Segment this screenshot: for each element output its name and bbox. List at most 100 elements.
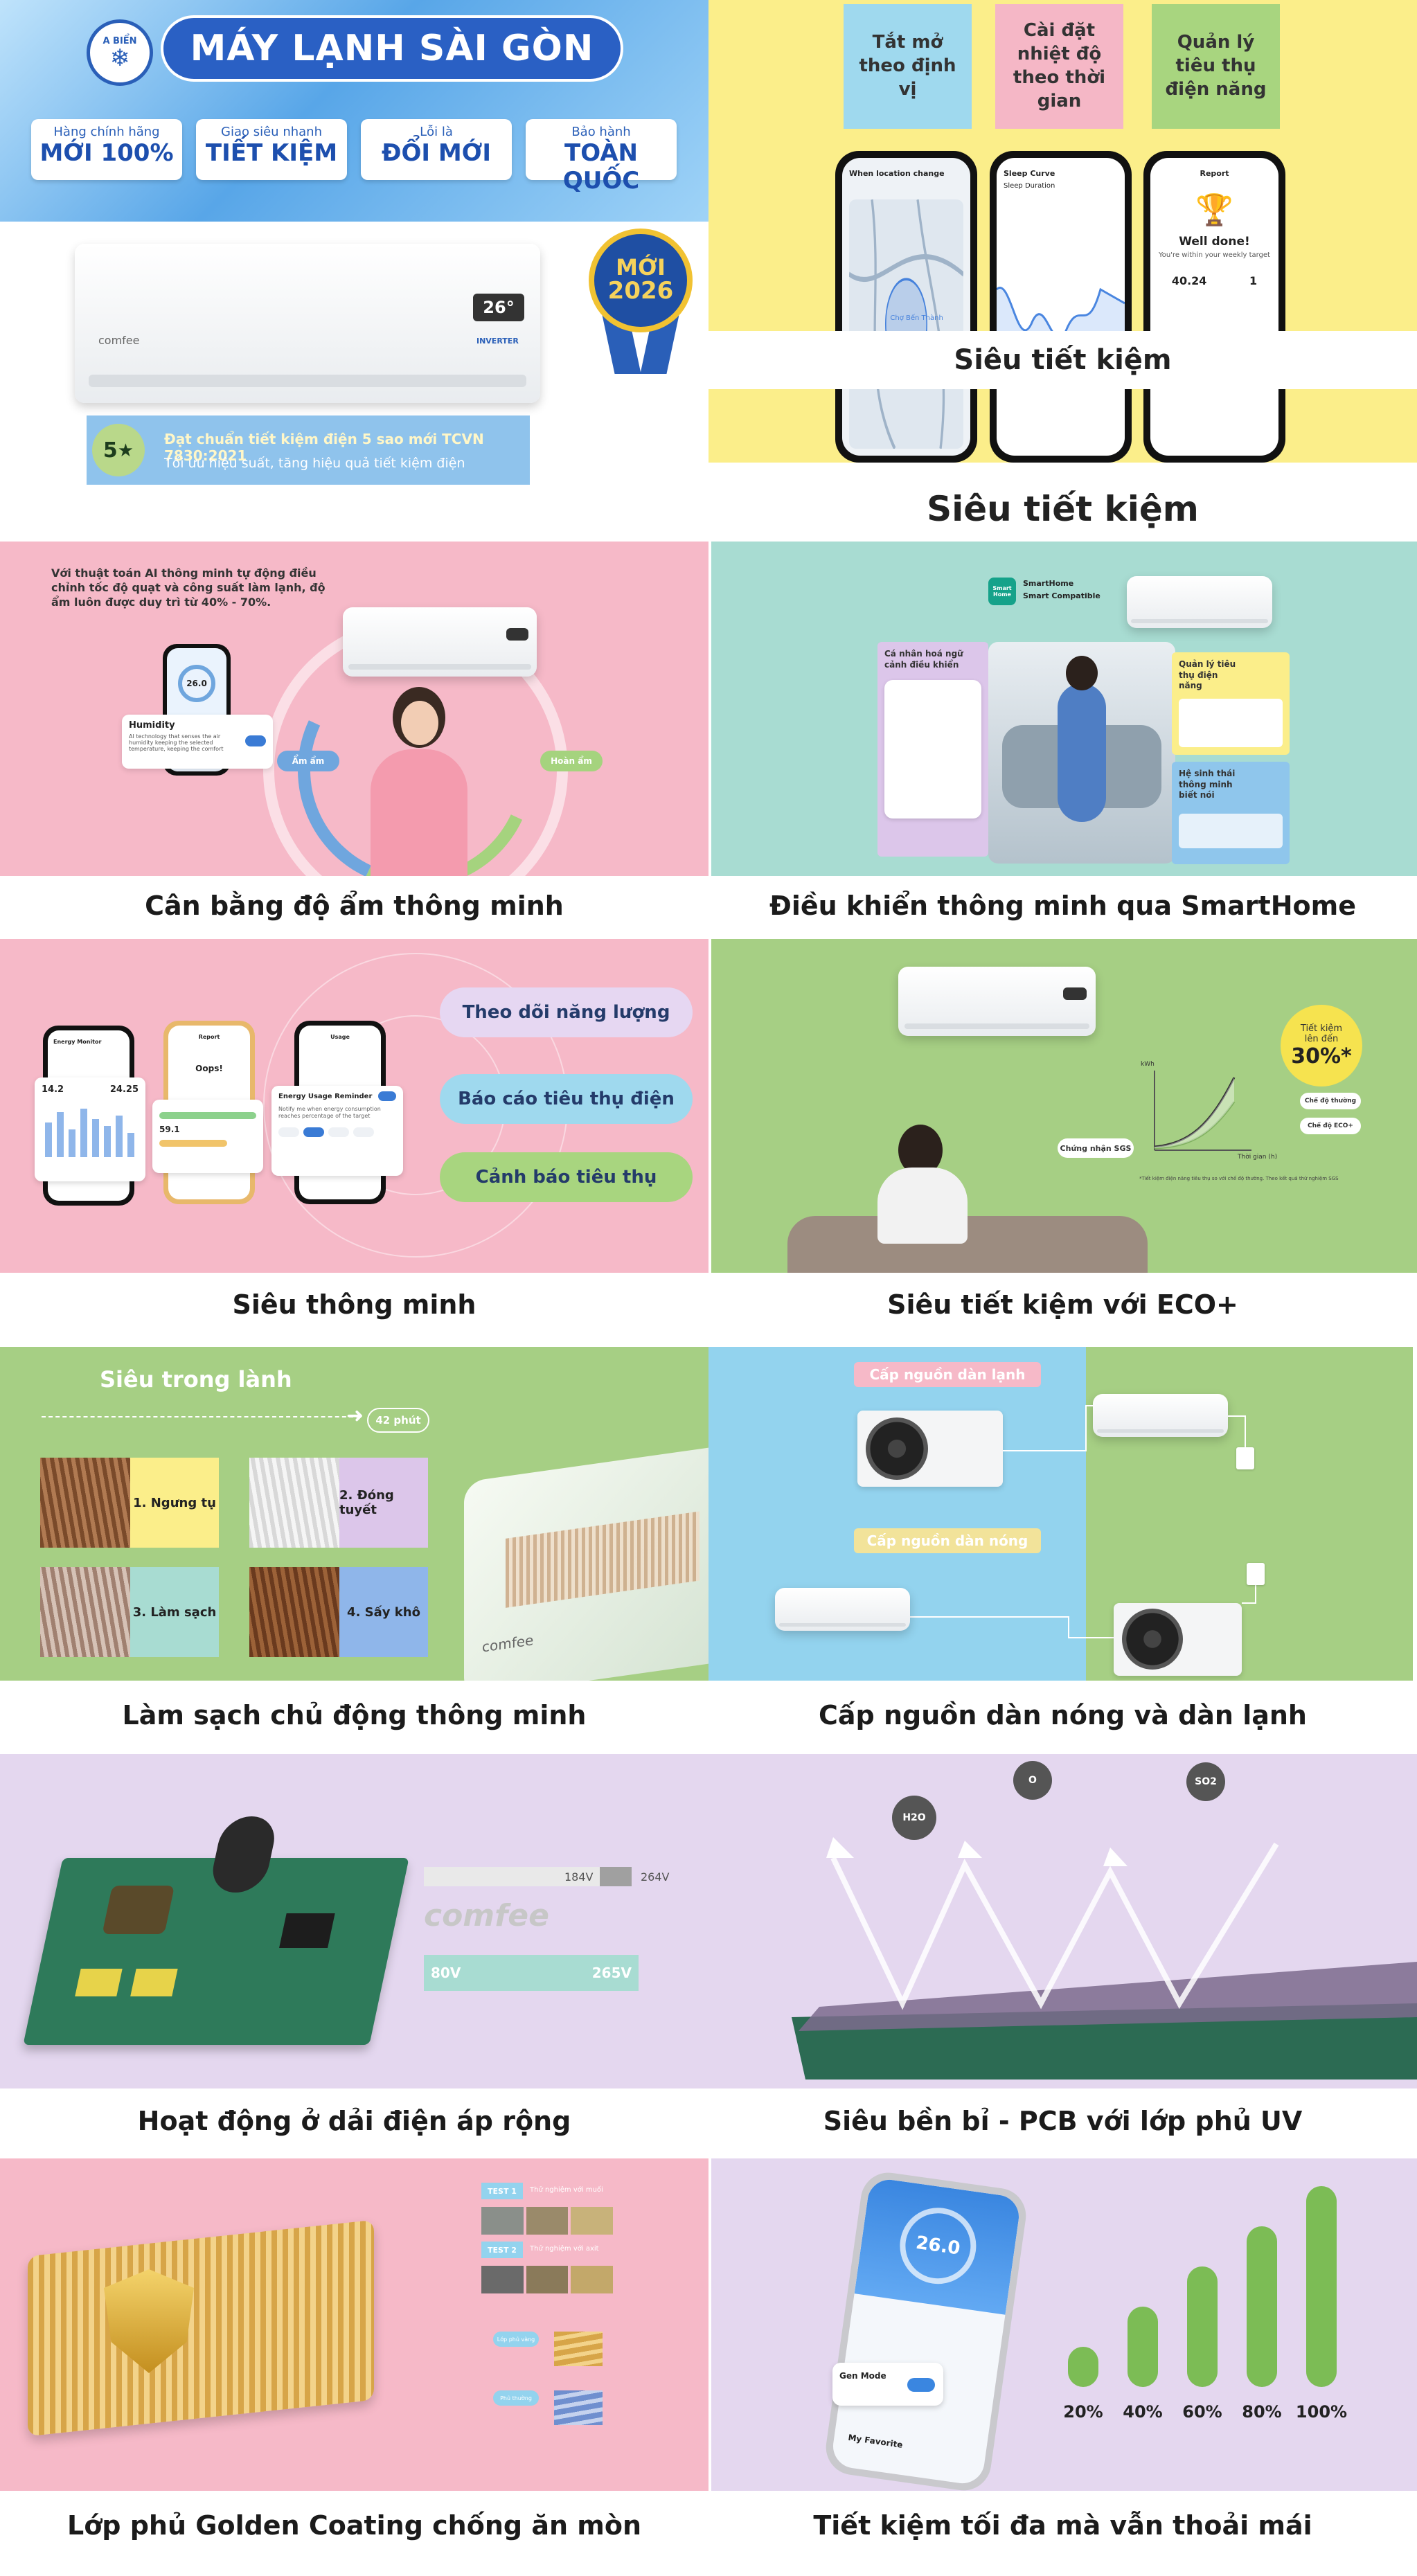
phone-screen: When location change Chợ Bến Thành	[842, 158, 970, 456]
report-bar-2	[159, 1140, 227, 1147]
phone-sleep-curve: Sleep Curve Sleep Duration	[990, 151, 1132, 463]
pill-energy-alert: Cảnh báo tiêu thụ	[440, 1152, 693, 1202]
eco-badge: Tiết kiệm lên đến 30%*	[1281, 1005, 1362, 1086]
pill-label: Báo cáo tiêu thụ điện	[458, 1089, 675, 1109]
test2-label: TEST 2	[488, 2245, 517, 2255]
humidity-panel: Với thuật toán AI thông minh tự động điề…	[0, 542, 708, 876]
humidity-toggle[interactable]	[245, 735, 266, 746]
option-chip[interactable]	[353, 1127, 374, 1137]
phone-screen: Sleep Curve Sleep Duration	[997, 158, 1125, 456]
pcb-panel: H2O O SO2	[708, 1754, 1417, 2088]
report-val2: 1	[1249, 274, 1258, 287]
energy-values: 14.2 24.25	[42, 1084, 139, 1095]
layer2-stack	[554, 2390, 603, 2425]
tag-left-label: Ẩm ẩm	[292, 756, 325, 766]
energy-label: 5 ★ Đạt chuẩn tiết kiệm điện 5 sao mới T…	[87, 415, 530, 485]
woman-face	[401, 701, 438, 745]
savings-footer-label: Siêu tiết kiệm	[927, 489, 1199, 529]
voltage-brand: comfee	[424, 1898, 549, 1933]
savings-overlay-bar: Siêu tiết kiệm	[708, 331, 1417, 389]
step-1: 1. Ngưng tụ	[40, 1458, 219, 1548]
test2-samples	[481, 2266, 614, 2293]
woman-figure	[350, 687, 488, 876]
report-v1: 59.1	[159, 1125, 180, 1134]
ac-vent	[778, 1622, 907, 1627]
level-bars: 20%40%60%80%100%	[1063, 2186, 1347, 2422]
card-text: AI technology that senses the air humidi…	[129, 733, 224, 752]
step-4: 4. Sấy khô	[249, 1567, 428, 1657]
level-bar	[1068, 2347, 1098, 2387]
brand-title-pill: MÁY LẠNH SÀI GÒN	[161, 15, 623, 82]
caption-smarthome: Điều khiển thông minh qua SmartHome	[708, 876, 1417, 935]
capacitor	[208, 1816, 280, 1893]
voltage-range-bar	[424, 1867, 632, 1886]
fan-icon	[866, 1417, 928, 1480]
caption-eco: Siêu tiết kiệm với ECO+	[708, 1273, 1417, 1336]
right-bottom-label: Hệ sinh thái thông minh biết nói	[1179, 769, 1236, 800]
option-chip[interactable]	[278, 1127, 299, 1137]
woman-head	[898, 1125, 943, 1176]
voltage-panel: 184V 264V comfee 80V 265V	[0, 1754, 708, 2088]
sgs-pill: Chứng nhận SGS	[1058, 1138, 1134, 1158]
brand-logo-text: A BIỂN	[103, 35, 137, 46]
gen-mode-toggle[interactable]	[907, 2378, 935, 2392]
feature-box-label: Quản lý tiêu thụ điện năng	[1165, 32, 1267, 100]
molecule-h2o: H2O	[892, 1796, 936, 1840]
card-title: Humidity	[129, 720, 175, 731]
comfort-panel: 26.0 My Favorite Gen Mode 20%40%60%80%10…	[711, 2158, 1417, 2491]
level-bar	[1247, 2226, 1277, 2387]
report-bar-1	[159, 1112, 256, 1119]
clean-title: Siêu trong lành	[100, 1366, 292, 1393]
option-chip[interactable]	[328, 1127, 349, 1137]
test1-samples	[481, 2207, 614, 2235]
caption-smart: Siêu thông minh	[0, 1273, 708, 1336]
temp-display	[1063, 987, 1087, 1000]
duration-label: 42 phút	[375, 1414, 421, 1426]
gen-mode-label: Gen Mode	[839, 2371, 886, 2381]
molecule-so2: SO2	[1186, 1762, 1225, 1801]
person	[1058, 683, 1106, 822]
fan-icon	[1122, 1609, 1183, 1670]
energy-v2: 24.25	[109, 1084, 139, 1095]
option-chip[interactable]	[303, 1127, 324, 1137]
test1-sub: Thử nghiệm với muối	[530, 2186, 603, 2194]
right-bottom-card: Hệ sinh thái thông minh biết nói	[1172, 762, 1290, 864]
phone-screen: Report 🏆 Well done! You're within your w…	[1150, 158, 1278, 456]
phone-title: When location change	[849, 169, 945, 178]
savings-overlay-label: Siêu tiết kiệm	[954, 344, 1172, 376]
chip	[279, 1913, 335, 1948]
voltage-range-end	[600, 1867, 632, 1886]
map-roads	[848, 199, 964, 451]
right-top-label: Quản lý tiêu thụ điện năng	[1179, 659, 1236, 691]
feature-box-1: Tắt mở theo định vị	[844, 4, 972, 129]
ac-vent	[904, 1023, 1090, 1029]
coil-image	[40, 1458, 130, 1548]
new-2026-medal: MỚI 2026	[589, 229, 693, 374]
reminder-options	[278, 1127, 396, 1137]
eco-badge-value: 30%*	[1291, 1044, 1352, 1068]
sofa	[787, 1216, 1148, 1273]
badge-1: Hàng chính hãng MỚI 100%	[31, 119, 182, 180]
reminder-toggle[interactable]	[378, 1091, 396, 1101]
level-label: 40%	[1123, 2402, 1162, 2422]
eco-chart	[1154, 1071, 1251, 1151]
sgs-label: Chứng nhận SGS	[1060, 1143, 1132, 1153]
gen-mode-card: Gen Mode	[832, 2363, 943, 2406]
molecule-label: O	[1028, 1775, 1037, 1786]
label-hot-text: Cấp nguồn dàn nóng	[866, 1532, 1028, 1549]
caption-power: Cấp nguồn dàn nóng và dàn lạnh	[708, 1681, 1417, 1750]
step-label: 3. Làm sạch	[132, 1604, 217, 1620]
v265-label: 265V	[591, 1965, 632, 1981]
step-label: 4. Sấy khô	[347, 1604, 420, 1620]
left-card-label: Cá nhân hoá ngữ cảnh điều khiển	[884, 649, 963, 670]
medal-line1: MỚI	[616, 254, 666, 281]
relay	[75, 1969, 123, 1996]
layer1-label: Lớp phủ vàng	[497, 2336, 535, 2343]
map: Chợ Bến Thành	[848, 199, 964, 451]
tag-right-label: Hoàn ẩm	[551, 756, 592, 766]
left-card-phone	[884, 680, 981, 819]
medal-line2: 2026	[607, 277, 674, 305]
badge-top: Hàng chính hãng	[53, 125, 160, 139]
humidity-desc: Với thuật toán AI thông minh tự động điề…	[51, 566, 326, 609]
badge-top: Lỗi là	[420, 125, 453, 139]
